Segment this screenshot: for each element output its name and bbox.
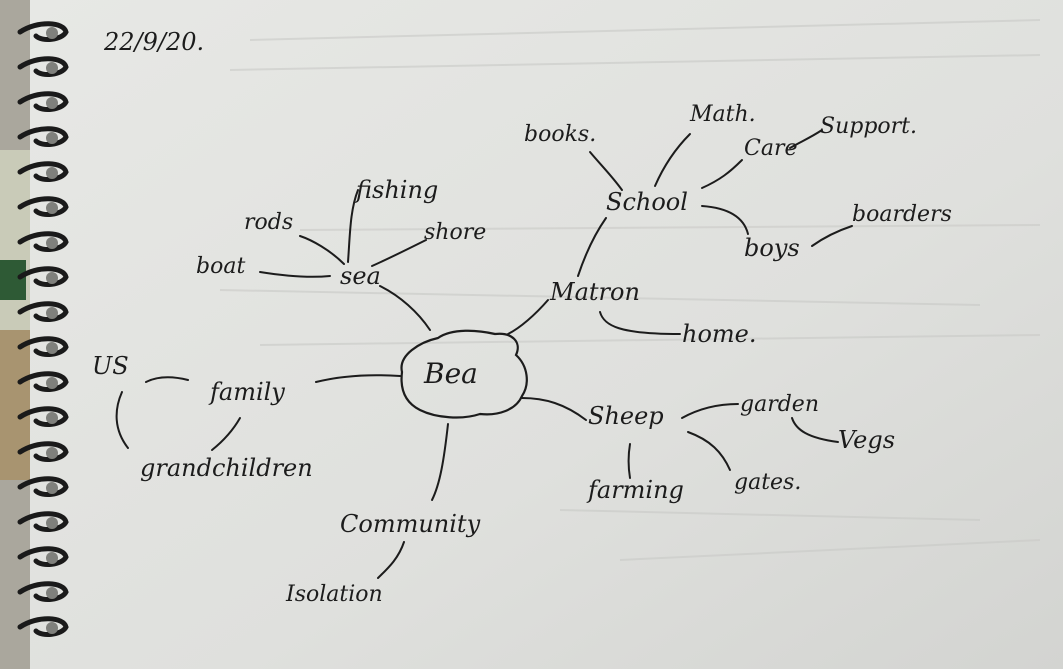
node-isolation: Isolation [286, 582, 383, 607]
node-family: family [210, 378, 285, 406]
node-boat: boat [196, 254, 246, 279]
paper-sheet [30, 0, 1063, 669]
node-grandchildren: grandchildren [140, 454, 313, 482]
node-sheep: Sheep [588, 402, 664, 430]
spiral-binding [17, 21, 69, 637]
node-vegs: Vegs [838, 426, 896, 454]
node-gates: gates. [734, 470, 802, 495]
node-matron: Matron [550, 278, 640, 306]
node-fishing: fishing [356, 176, 439, 204]
node-us: US [92, 352, 129, 380]
center-label: Bea [424, 357, 478, 390]
node-school: School [606, 188, 688, 216]
node-community: Community [340, 510, 481, 538]
center-bubble [400, 329, 528, 419]
node-support: Support. [820, 114, 918, 139]
node-books: books. [524, 122, 597, 147]
node-rods: rods [244, 210, 294, 235]
node-boarders: boarders [852, 202, 952, 227]
node-garden: garden [740, 392, 819, 417]
node-care: Care [744, 136, 798, 161]
mindmap-connectors [115, 129, 853, 579]
node-shore: shore [424, 220, 487, 245]
node-home: home. [682, 320, 757, 348]
date-label: 22/9/20. [104, 28, 205, 56]
node-maths: Math. [690, 102, 756, 127]
node-farming: farming [588, 476, 684, 504]
node-boys: boys [744, 234, 800, 262]
node-sea: sea [340, 262, 381, 290]
